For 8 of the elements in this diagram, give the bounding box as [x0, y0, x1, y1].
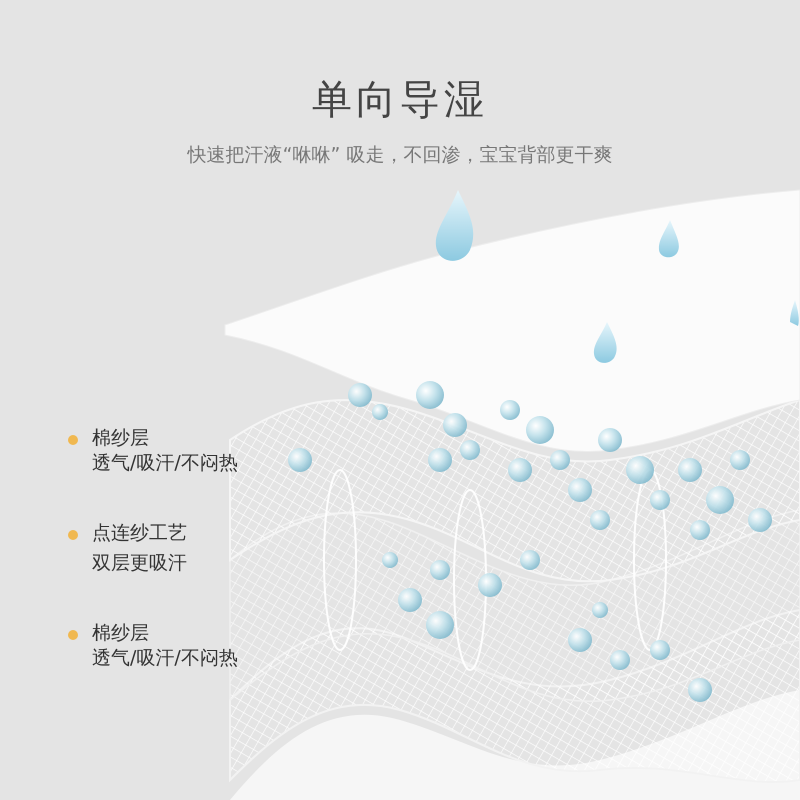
layer-description: 透气/吸汗/不闷热: [92, 451, 238, 476]
layer-name: 棉纱层: [92, 426, 149, 451]
layer-name: 点连纱工艺: [92, 521, 187, 546]
layer-description: 双层更吸汗: [92, 551, 187, 576]
title: 单向导湿: [311, 76, 489, 125]
subtitle: 快速把汗液“咻咻” 吸走，不回渗，宝宝背部更干爽: [186, 143, 614, 168]
layer-description: 透气/吸汗/不闷热: [92, 646, 238, 671]
layer-name: 棉纱层: [92, 621, 149, 646]
